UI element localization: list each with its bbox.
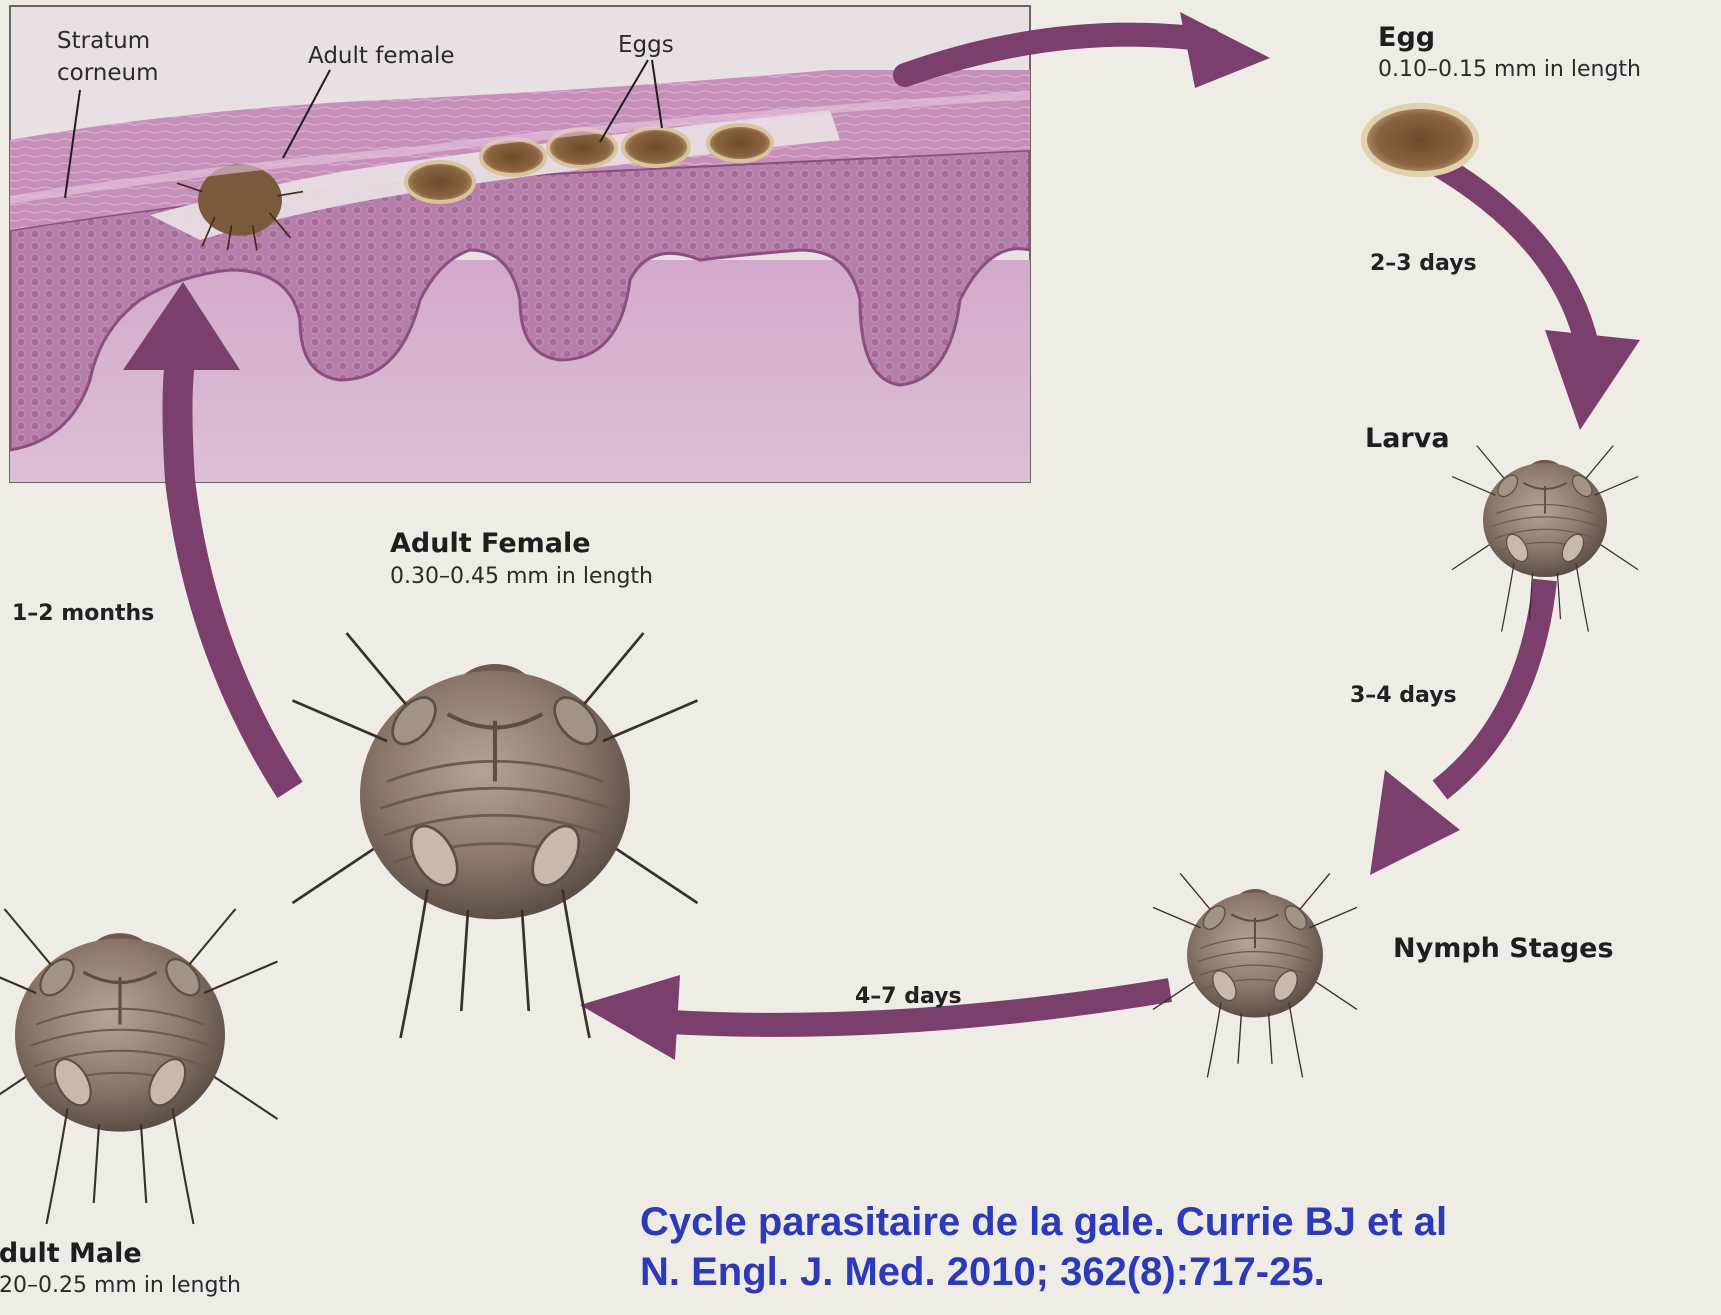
- arrow-larva-to-nymph: [1370, 580, 1545, 875]
- egg-stage: [1364, 106, 1476, 174]
- larva-stage-label: Larva: [1365, 423, 1450, 454]
- adult-female-inset-label: Adult female: [308, 43, 455, 69]
- duration-egg-to-larva: 2–3 days: [1370, 251, 1477, 276]
- citation-line-1: Cycle parasitaire de la gale. Currie BJ …: [640, 1197, 1447, 1247]
- adult-male-mite: [0, 909, 278, 1224]
- adult-female-mite: [293, 633, 698, 1038]
- duration-nymph-to-adult: 4–7 days: [855, 984, 962, 1009]
- eggs-label: Eggs: [618, 32, 674, 58]
- egg-size-label: 0.10–0.15 mm in length: [1378, 57, 1641, 82]
- citation-line-2: N. Engl. J. Med. 2010; 362(8):717-25.: [640, 1247, 1447, 1297]
- arrow-egg-to-larva: [1430, 160, 1640, 430]
- adult-male-size-label: 0.20–0.25 mm in length: [0, 1273, 241, 1298]
- adult-male-stage-label: Adult Male: [0, 1238, 142, 1269]
- nymph-stage-label: Nymph Stages: [1393, 933, 1614, 964]
- stratum-corneum-label-line2: corneum: [57, 60, 158, 86]
- nymph-mite: [1153, 873, 1357, 1077]
- duration-adult-to-burrow: 1–2 months: [12, 601, 154, 626]
- adult-female-stage-label: Adult Female: [390, 528, 591, 559]
- duration-larva-to-nymph: 3–4 days: [1350, 683, 1457, 708]
- citation: Cycle parasitaire de la gale. Currie BJ …: [640, 1197, 1447, 1297]
- stratum-corneum-label-line1: Stratum: [57, 28, 150, 54]
- egg-illustration: [1364, 106, 1476, 174]
- adult-female-size-label: 0.30–0.45 mm in length: [390, 564, 653, 589]
- egg-stage-label: Egg: [1378, 22, 1435, 53]
